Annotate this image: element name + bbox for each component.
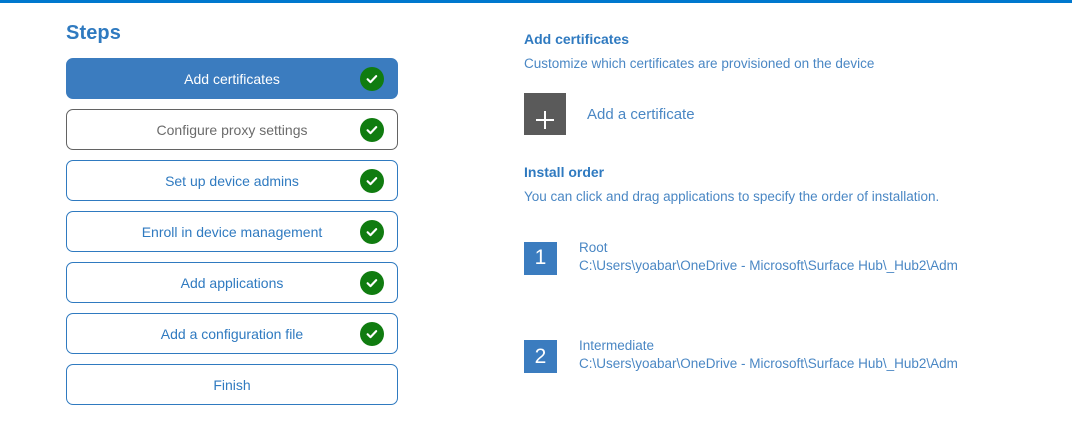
add-certificate-row[interactable]: Add a certificate [524,93,1044,136]
install-item-path: C:\Users\yoabar\OneDrive - Microsoft\Sur… [579,356,958,372]
step-label: Set up device admins [165,172,299,189]
install-order-description: You can click and drag applications to s… [524,189,940,205]
check-circle-icon [360,66,384,91]
step-button[interactable]: Set up device admins [66,160,398,201]
step-button[interactable]: Finish [66,364,398,405]
steps-title: Steps [66,22,121,44]
certificates-detail-pane: Add certificates Customize which certifi… [524,31,1044,374]
check-circle-icon [360,168,384,193]
check-circle-icon [360,117,384,142]
detail-subtitle: Customize which certificates are provisi… [524,55,875,71]
plus-icon[interactable] [524,93,566,136]
step-label: Add certificates [184,70,280,87]
install-order-heading: Install order [524,164,605,181]
step-label: Add a configuration file [160,325,304,342]
step-label: Enroll in device management [141,223,323,240]
order-number-badge: 1 [524,241,557,275]
top-accent-rule [0,0,1072,3]
check-circle-icon [360,219,384,244]
install-item-name: Intermediate [579,338,655,354]
install-item-name: Root [579,239,608,255]
order-number-badge: 2 [524,340,557,374]
step-label: Finish [213,376,251,393]
step-button[interactable]: Add certificates [66,58,398,99]
step-button[interactable]: Enroll in device management [66,211,398,252]
install-item-path: C:\Users\yoabar\OneDrive - Microsoft\Sur… [579,257,958,273]
step-button[interactable]: Add a configuration file [66,313,398,354]
step-label: Configure proxy settings [156,121,308,138]
add-certificate-label[interactable]: Add a certificate [587,105,695,123]
step-button[interactable]: Add applications [66,262,398,303]
install-order-block: Install order You can click and drag app… [524,164,1044,374]
step-label: Add applications [180,274,284,291]
step-button[interactable]: Configure proxy settings [66,109,398,150]
check-circle-icon [360,321,384,346]
detail-heading: Add certificates [524,31,630,47]
check-circle-icon [360,270,384,295]
